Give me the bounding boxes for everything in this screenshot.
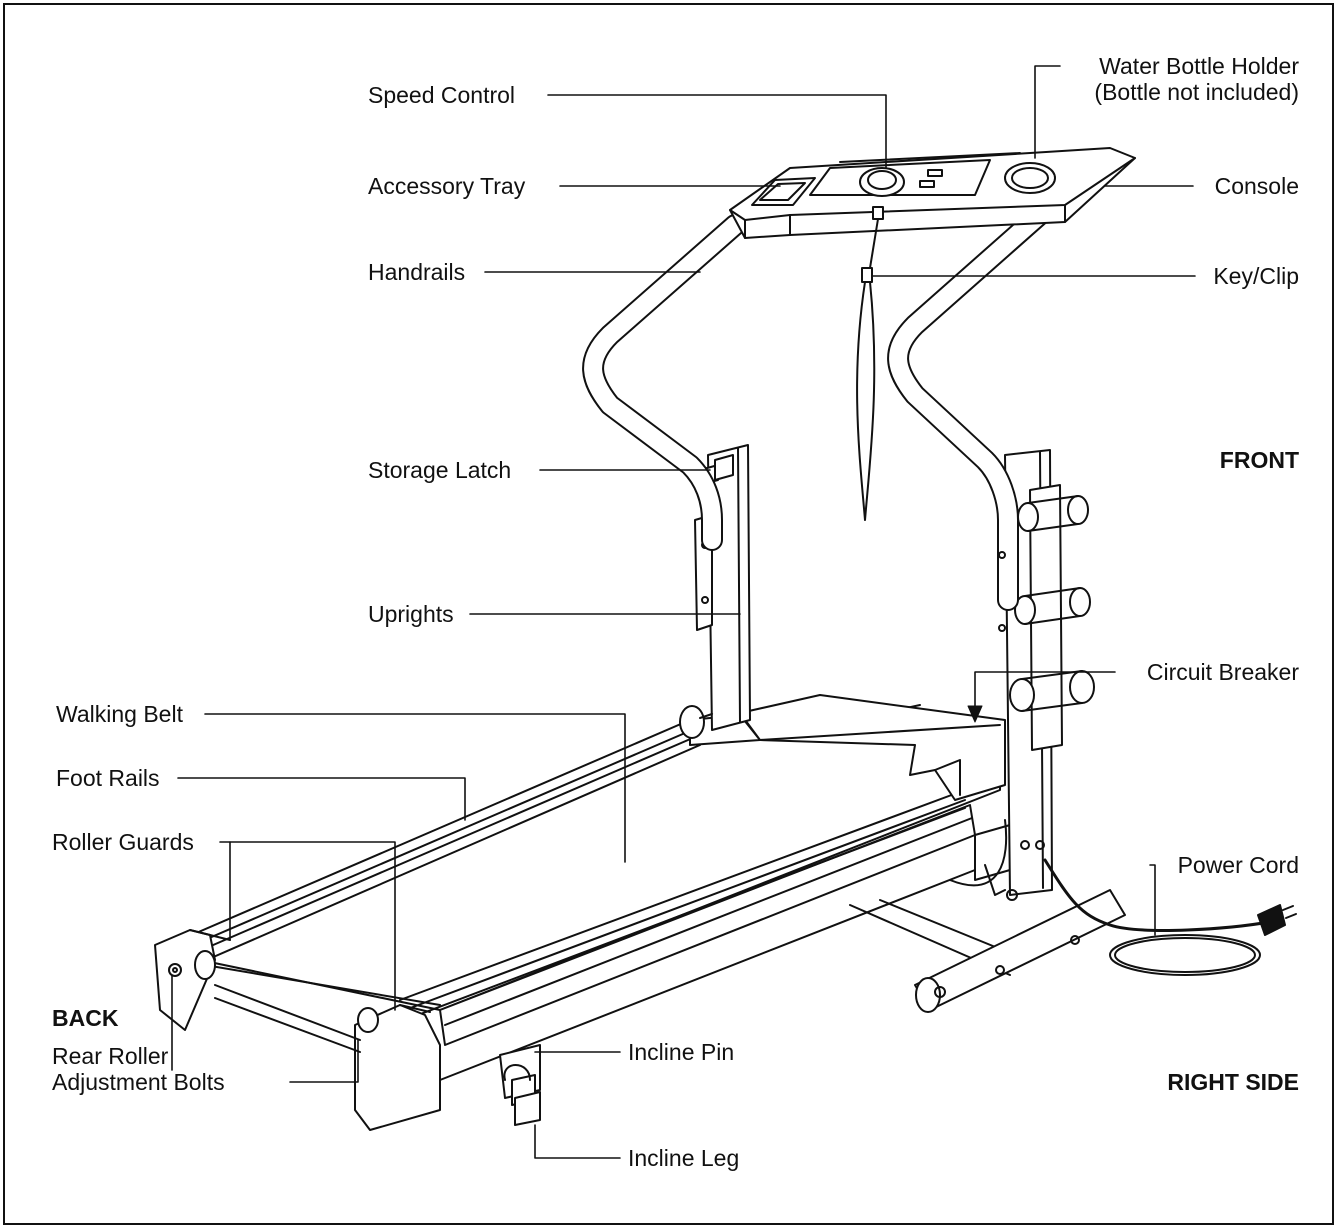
base-frame xyxy=(849,889,1126,1013)
console xyxy=(729,147,1136,521)
label-power-cord: Power Cord xyxy=(1177,852,1299,878)
label-walking-belt: Walking Belt xyxy=(56,701,183,727)
deck xyxy=(154,694,1011,1131)
handrails xyxy=(582,199,1056,632)
orientation-right-side: RIGHT SIDE xyxy=(1167,1069,1299,1095)
label-key-clip: Key/Clip xyxy=(1213,263,1299,289)
power-cord xyxy=(1043,858,1297,976)
label-accessory-tray: Accessory Tray xyxy=(368,173,526,199)
label-incline-leg: Incline Leg xyxy=(628,1145,740,1171)
label-roller-guards: Roller Guards xyxy=(52,829,194,855)
orientation-back: BACK xyxy=(52,1005,119,1031)
label-incline-pin: Incline Pin xyxy=(628,1039,735,1065)
label-foot-rails: Foot Rails xyxy=(56,765,160,791)
label-rear-roller-line1: Rear Roller xyxy=(52,1043,169,1069)
callout-lines xyxy=(171,65,1196,1159)
label-water-bottle-line2: (Bottle not included) xyxy=(1094,79,1299,105)
diagram-frame xyxy=(3,3,1334,1225)
orientation-front: FRONT xyxy=(1219,447,1299,473)
label-water-bottle-line1: Water Bottle Holder xyxy=(1099,53,1299,79)
label-rear-roller-line2: Adjustment Bolts xyxy=(52,1069,225,1095)
label-storage-latch: Storage Latch xyxy=(368,457,512,483)
label-speed-control: Speed Control xyxy=(368,82,516,108)
label-uprights: Uprights xyxy=(368,601,454,627)
label-circuit-breaker: Circuit Breaker xyxy=(1146,659,1299,685)
label-handrails: Handrails xyxy=(368,259,466,285)
label-console: Console xyxy=(1214,173,1299,199)
